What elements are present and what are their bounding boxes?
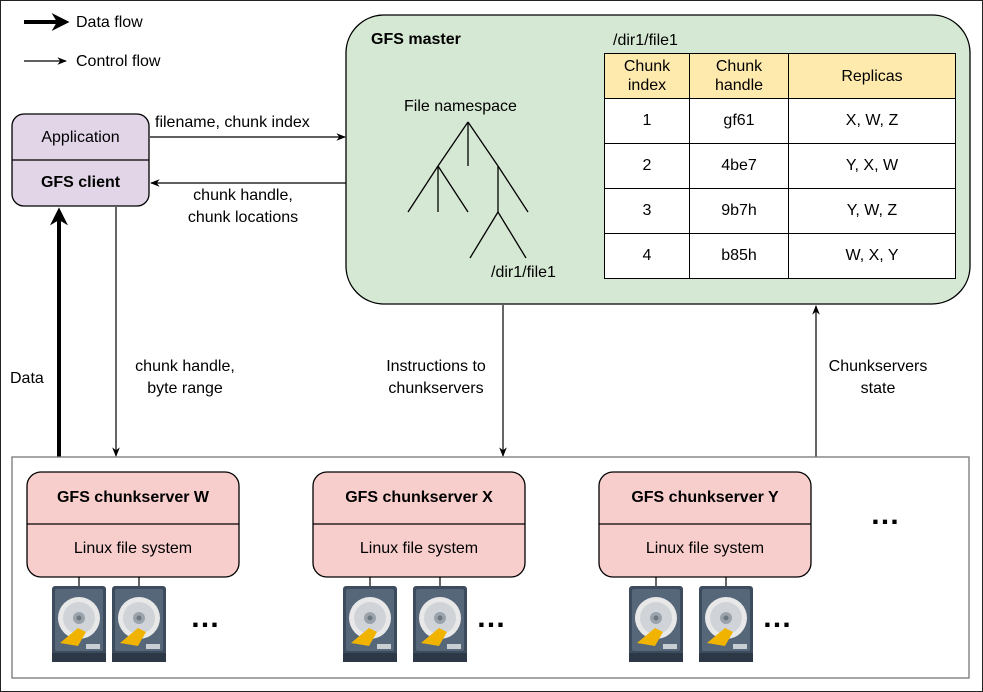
header-chunk-index: Chunk index [604,53,690,99]
legend-control-flow-label: Control flow [76,53,161,70]
more-disks-ellipsis-y: … [762,601,792,634]
response-label-line2: chunk locations [187,209,299,226]
hard-drive-icon [343,586,397,662]
more-disks-ellipsis-x: … [476,601,506,634]
header-chunk-handle-text: Chunk handle [714,58,764,94]
hard-drive-icon [413,586,467,662]
cell-index: 4 [604,233,690,279]
data-label: Data [10,370,44,387]
cell-replicas: Y, X, W [788,143,956,189]
more-disks-ellipsis-w: … [190,601,220,634]
header-replicas: Replicas [788,53,956,99]
request-label: filename, chunk index [155,114,310,131]
chunkserver-x-title: GFS chunkserver X [345,489,493,506]
gfs-master-title: GFS master [371,31,461,48]
cell-index: 3 [604,188,690,234]
hard-drive-icon [629,586,683,662]
chunkserver-y-fs: Linux file system [645,540,765,557]
state-label-line1: Chunkservers [828,358,928,375]
chunkserver-y-title: GFS chunkserver Y [631,489,779,506]
chunkserver-w-fs: Linux file system [73,540,193,557]
cell-handle: b85h [689,233,789,279]
chunk-table: Chunk index Chunk handle Replicas 1 gf61… [604,53,956,279]
cell-replicas: W, X, Y [788,233,956,279]
hard-drive-icon [52,586,106,662]
cell-handle: 4be7 [689,143,789,189]
state-label-line2: state [860,380,896,397]
gfs-client-label: GFS client [40,174,121,191]
cell-index: 2 [604,143,690,189]
namespace-label: File namespace [404,98,517,115]
client-chunk-label-line2: byte range [147,380,223,397]
application-label: Application [41,129,120,146]
tree-leaf-label: /dir1/file1 [491,264,556,281]
namespace-tree [407,121,529,259]
cell-handle: 9b7h [689,188,789,234]
legend-data-flow-label: Data flow [76,14,143,31]
header-chunk-handle: Chunk handle [689,53,789,99]
hard-drive-icon [112,586,166,662]
table-row: 3 9b7h Y, W, Z [604,188,956,234]
instructions-label-line1: Instructions to [386,358,486,375]
cell-replicas: X, W, Z [788,98,956,144]
instructions-label-line2: chunkservers [388,380,484,397]
cell-index: 1 [604,98,690,144]
chunkserver-x-fs: Linux file system [359,540,479,557]
client-chunk-label-line1: chunk handle, [135,358,235,375]
header-replicas-text: Replicas [841,67,903,85]
table-row: 1 gf61 X, W, Z [604,98,956,144]
cell-replicas: Y, W, Z [788,188,956,234]
header-chunk-index-text: Chunk index [623,58,671,94]
table-path-label: /dir1/file1 [613,32,678,49]
table-row: 2 4be7 Y, X, W [604,143,956,189]
cell-handle: gf61 [689,98,789,144]
more-servers-ellipsis: … [870,498,900,531]
response-label-line1: chunk handle, [193,187,293,204]
chunkserver-w-title: GFS chunkserver W [56,489,210,506]
table-row: 4 b85h W, X, Y [604,233,956,279]
hard-drive-icon [699,586,753,662]
